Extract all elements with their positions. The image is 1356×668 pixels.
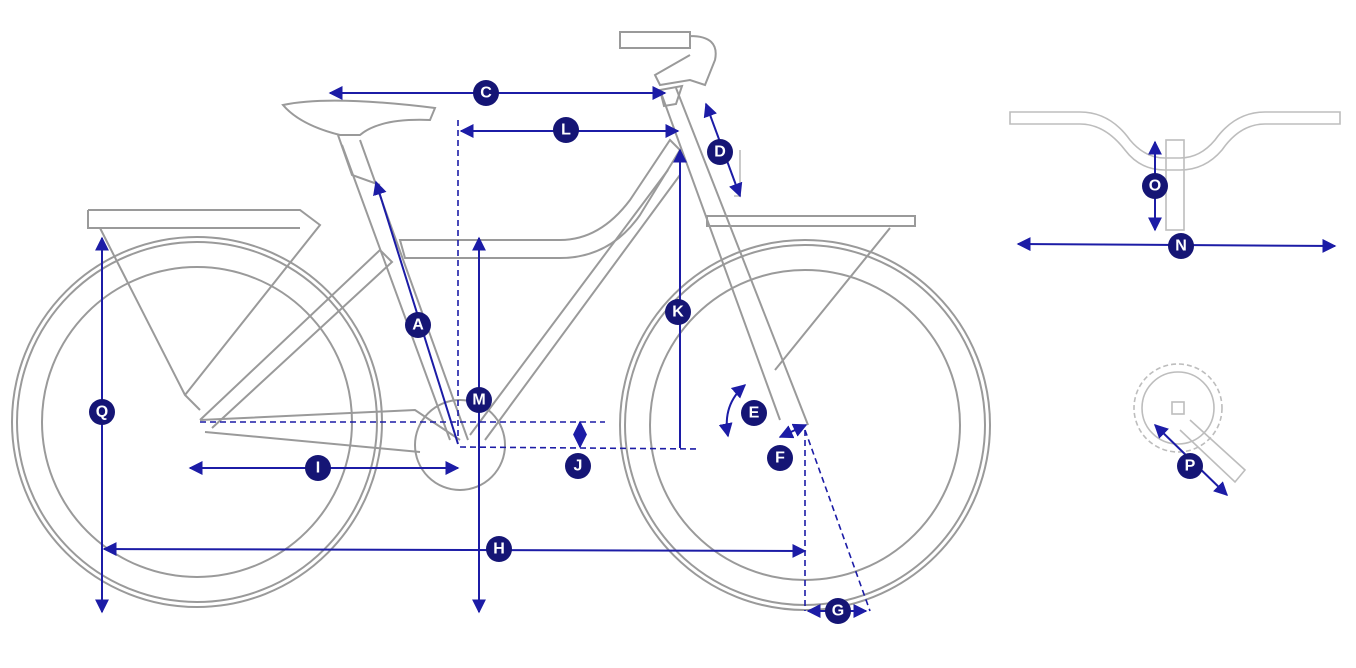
svg-text:F: F	[775, 450, 785, 467]
svg-text:O: O	[1149, 178, 1161, 195]
svg-text:D: D	[714, 144, 726, 161]
label-j: J	[565, 453, 591, 479]
chain-stay	[199, 408, 461, 453]
label-f: F	[767, 445, 793, 471]
stem	[658, 84, 684, 108]
svg-text:E: E	[749, 405, 760, 422]
label-g: G	[825, 598, 851, 624]
svg-text:Q: Q	[96, 404, 108, 421]
label-l: L	[553, 117, 579, 143]
down-tube	[469, 169, 681, 441]
label-d: D	[707, 139, 733, 165]
svg-text:P: P	[1185, 458, 1196, 475]
rear-rack	[87, 209, 322, 411]
svg-text:A: A	[412, 317, 424, 334]
label-a: A	[405, 312, 431, 338]
fork-head-tube	[659, 87, 809, 426]
seat-stay	[199, 248, 394, 429]
dimension-lines	[95, 86, 1337, 618]
label-c: C	[473, 80, 499, 106]
label-n: N	[1168, 233, 1194, 259]
chainring	[414, 399, 506, 491]
svg-text:M: M	[472, 392, 485, 409]
seat-post	[337, 134, 381, 186]
label-q: Q	[89, 399, 115, 425]
svg-text:J: J	[574, 458, 583, 475]
svg-text:I: I	[316, 460, 320, 477]
label-k: K	[665, 299, 691, 325]
svg-text:K: K	[672, 304, 684, 321]
label-p: P	[1177, 453, 1203, 479]
label-h: H	[486, 536, 512, 562]
svg-text:H: H	[493, 541, 505, 558]
label-m: M	[466, 387, 492, 413]
label-i: I	[305, 455, 331, 481]
rear-wheel	[11, 236, 383, 608]
svg-text:C: C	[480, 85, 492, 102]
front-rack	[706, 215, 916, 371]
handlebar	[619, 31, 717, 87]
handlebar-top-view	[1009, 111, 1341, 231]
svg-text:G: G	[832, 603, 844, 620]
saddle	[281, 99, 437, 136]
label-e: E	[741, 400, 767, 426]
top-tube	[398, 138, 682, 259]
label-o: O	[1142, 173, 1168, 199]
bike-drawing	[11, 31, 991, 611]
svg-text:L: L	[561, 122, 571, 139]
svg-text:N: N	[1175, 238, 1187, 255]
